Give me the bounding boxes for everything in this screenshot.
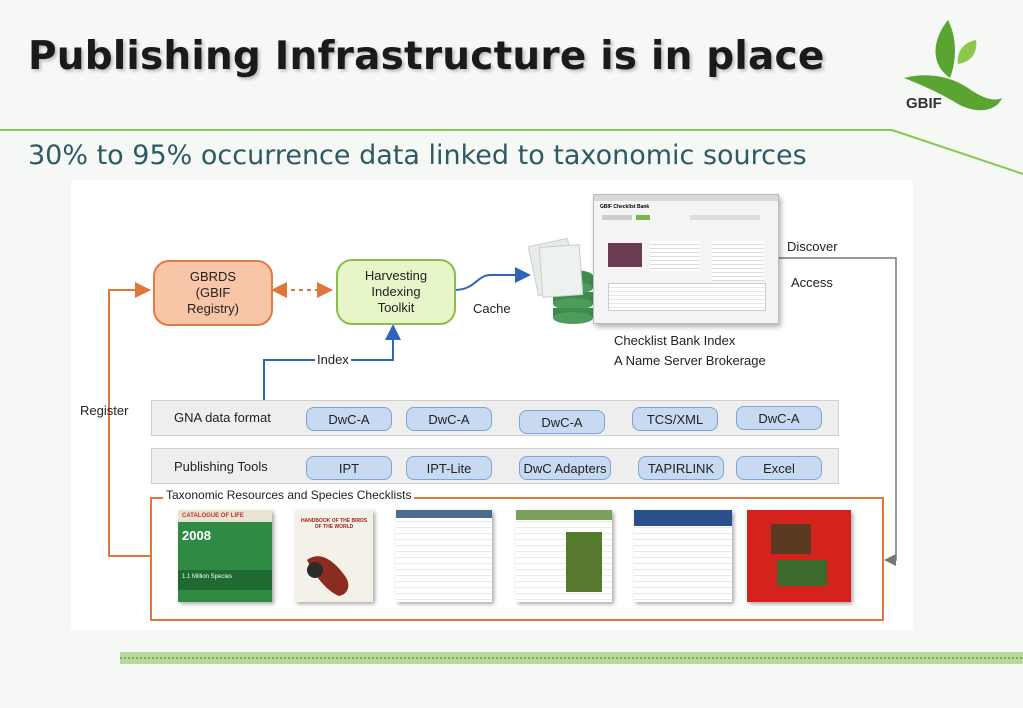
tool-excel: Excel [736, 456, 822, 480]
cache-label: Cache [473, 301, 511, 316]
catalogue-of-life-cover: CATALOGUE OF LIFE 2008 1.1 Million Speci… [178, 510, 272, 602]
checklist-website-thumb-2 [516, 510, 612, 602]
gna-data-format-row: GNA data format DwC-A DwC-A DwC-A TCS/XM… [151, 400, 839, 436]
slide-title: Publishing Infrastructure is in place [28, 34, 825, 79]
publishing-tools-label: Publishing Tools [174, 459, 268, 474]
checklist-website-thumb-4 [747, 510, 851, 602]
hbw-cover-title: HANDBOOK OF THE BIRDS OF THE WORLD [300, 518, 368, 530]
checklist-website-thumb-1 [396, 510, 492, 602]
bird-icon [307, 556, 349, 596]
footer-rule [120, 652, 1023, 664]
harvesting-indexing-toolkit-node: Harvesting Indexing Toolkit [336, 259, 456, 325]
name-server-label: A Name Server Brokerage [614, 353, 766, 368]
register-label: Register [80, 403, 129, 418]
col-cover-title: CATALOGUE OF LIFE [178, 510, 272, 522]
handbook-birds-cover: HANDBOOK OF THE BIRDS OF THE WORLD [295, 510, 373, 602]
architecture-diagram: GBRDS (GBIF Registry) Harvesting Indexin… [71, 180, 913, 630]
gbif-logo-text: GBIF [906, 95, 942, 112]
gbif-leaf-icon [904, 20, 1002, 111]
gna-format-dwca-1: DwC-A [306, 407, 392, 431]
tool-ipt: IPT [306, 456, 392, 480]
gbrds-registry-node: GBRDS (GBIF Registry) [153, 260, 273, 326]
gna-format-dwca-4: DwC-A [736, 406, 822, 430]
screen-thumbnail [608, 243, 642, 267]
col-cover-year: 2008 [182, 528, 211, 543]
tool-tapirlink: TAPIRLINK [638, 456, 724, 480]
slide-subtitle: 30% to 95% occurrence data linked to tax… [28, 140, 807, 171]
screen-title: GBIF Checklist Bank [600, 204, 650, 210]
tool-dwc-adapters: DwC Adapters [519, 456, 611, 480]
tool-ipt-lite: IPT-Lite [406, 456, 492, 480]
gna-format-tcs-xml: TCS/XML [632, 407, 718, 431]
checklist-bank-index-label: Checklist Bank Index [614, 333, 736, 348]
index-label: Index [315, 352, 351, 367]
gna-data-format-label: GNA data format [174, 410, 271, 425]
taxonomic-resources-frame [150, 497, 884, 621]
publishing-tools-row: Publishing Tools IPT IPT-Lite DwC Adapte… [151, 448, 839, 484]
discover-label: Discover [787, 239, 838, 254]
checklist-bank-screenshot: GBIF Checklist Bank [593, 194, 779, 324]
access-label: Access [791, 275, 833, 290]
header-rule [0, 129, 1023, 175]
taxonomic-resources-title: Taxonomic Resources and Species Checklis… [163, 488, 415, 502]
checklist-website-thumb-3 [634, 510, 732, 602]
gna-format-dwca-2: DwC-A [406, 407, 492, 431]
col-cover-species: 1.1 Million Species [182, 574, 233, 580]
diagram-connectors [108, 237, 897, 566]
gna-format-dwca-3: DwC-A [519, 410, 605, 434]
